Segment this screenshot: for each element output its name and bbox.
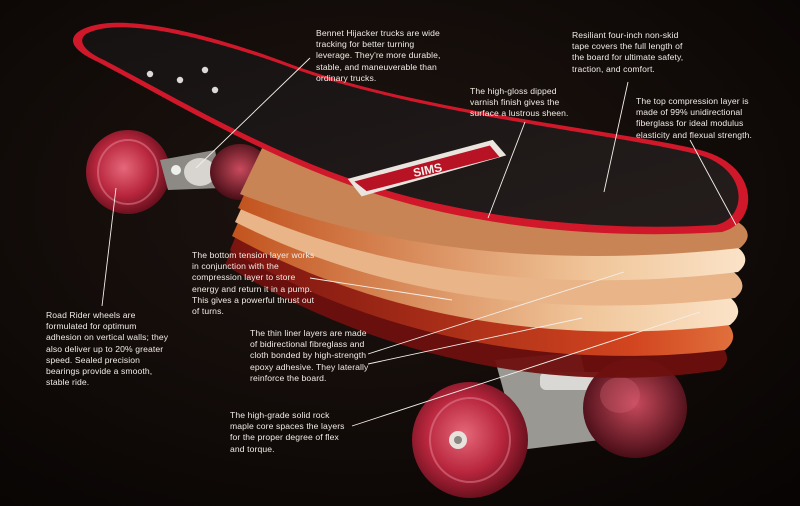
front-wheel-back [583, 358, 687, 458]
annotation-compression: The top compression layer is made of 99%… [636, 96, 752, 140]
annotation-tension: The bottom tension layer works in conjun… [192, 250, 315, 317]
leader-liner-1 [367, 271, 625, 355]
annotation-liner: The thin liner layers are made of bidire… [250, 328, 369, 383]
leader-tape [603, 81, 629, 193]
leader-varnish [487, 121, 526, 219]
rear-wheel-left [86, 130, 170, 214]
deck-logo: SIMS [347, 139, 507, 197]
annotation-tape: Resiliant four-inch non-skid tape covers… [572, 30, 684, 74]
annotation-trucks: Bennet Hijacker trucks are wide tracking… [316, 28, 441, 83]
leader-tension [309, 277, 453, 301]
leader-core [351, 311, 701, 427]
annotation-varnish: The high-gloss dipped varnish finish giv… [470, 86, 569, 119]
leader-compression [689, 139, 737, 226]
leader-trucks [195, 57, 311, 169]
rear-truck [160, 150, 222, 190]
top-deck [72, 22, 749, 235]
leader-lines [101, 57, 737, 427]
leader-liner-2 [367, 317, 583, 365]
deck-logo-text: SIMS [412, 160, 444, 180]
front-wheel-front [412, 382, 528, 498]
annotation-core: The high-grade solid rock maple core spa… [230, 410, 345, 454]
leader-wheels [101, 187, 117, 307]
annotation-wheels: Road Rider wheels are formulated for opt… [46, 310, 169, 388]
